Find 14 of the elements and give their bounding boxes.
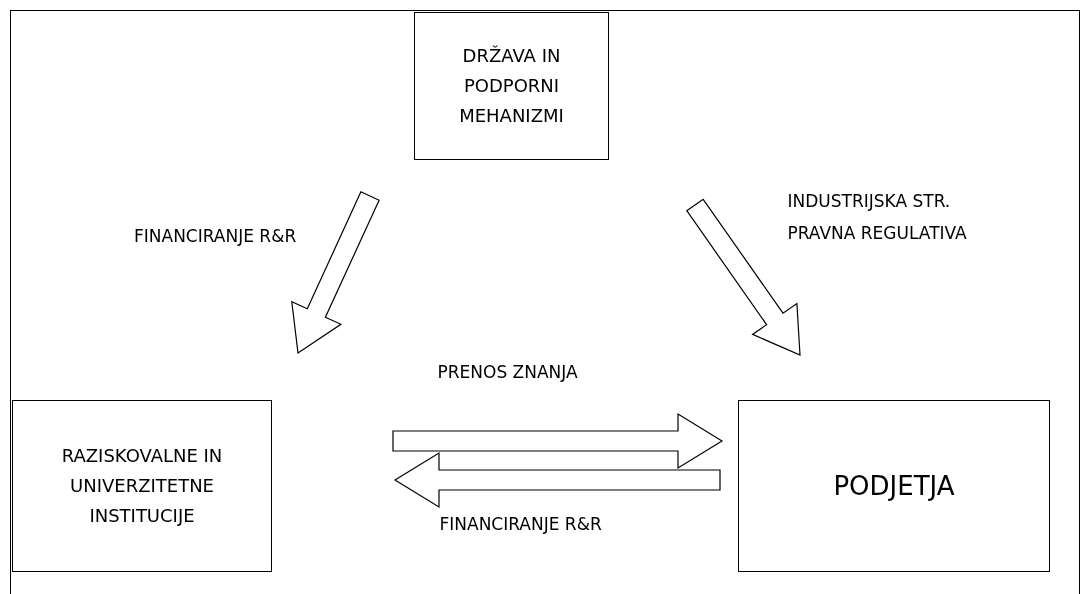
- edge-label: FINANCIRANJE R&R: [134, 224, 298, 248]
- process-box: [738, 400, 1050, 572]
- block-arrow: [392, 412, 724, 470]
- box-text: PODJETJA: [833, 469, 955, 503]
- process-box: [414, 12, 609, 160]
- edge-label: PRENOS ZNANJA: [437, 361, 579, 384]
- box-text: DRŽAVA IN PODPORNI MEHANIZMI: [458, 44, 565, 128]
- box-text: RAZISKOVALNE IN UNIVERZITETNE INSTITUCIJE: [60, 444, 224, 528]
- block-arrow: [291, 191, 380, 355]
- process-box: [12, 400, 272, 572]
- edge-label: INDUSTRIJSKA STR. PRAVNA REGULATIVA: [787, 190, 968, 245]
- edge-label: FINANCIRANJE R&R: [439, 513, 603, 536]
- block-arrow: [393, 451, 721, 509]
- block-arrow: [685, 198, 801, 356]
